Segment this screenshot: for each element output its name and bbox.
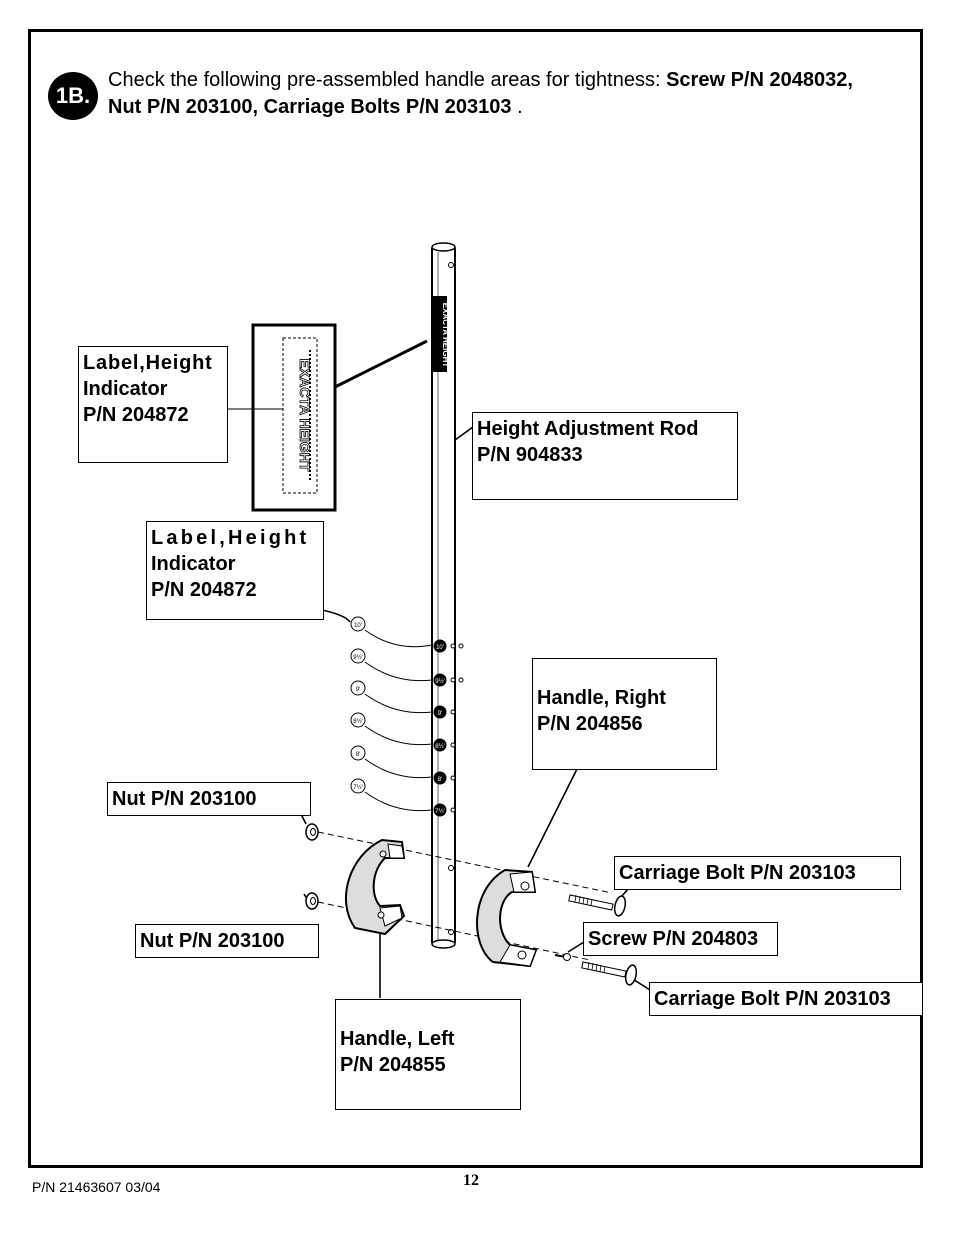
- svg-text:8': 8': [356, 752, 360, 758]
- step-instruction: Check the following pre-assembled handle…: [108, 67, 868, 121]
- instruction-text: Check the following pre-assembled handle…: [108, 69, 667, 91]
- callout-label-height-indicator-mid: Label,Height Indicator P/N 204872: [146, 521, 324, 620]
- handle-left: [345, 838, 406, 936]
- height-label-9-5: 9½' 9½': [350, 648, 447, 687]
- carriage-bolt-top: [568, 894, 627, 917]
- callout-handle-left: Handle, Left P/N 204855: [335, 999, 521, 1110]
- svg-text:8': 8': [438, 777, 442, 783]
- callout-carriage-bolt-top: Carriage Bolt P/N 203103: [614, 856, 901, 890]
- nut-top: [305, 823, 319, 841]
- rod-decal-text: EXACTA HEIGHT: [441, 303, 450, 368]
- footer-part-number: P/N 21463607 03/04: [32, 1179, 161, 1195]
- height-labels: 10' 10' 9½' 9½' 9' 9' 8½' 8½': [350, 616, 464, 817]
- page-number: 12: [463, 1172, 479, 1189]
- svg-text:9': 9': [438, 711, 442, 717]
- screw: [554, 953, 571, 961]
- svg-text:7½': 7½': [353, 784, 363, 791]
- assembly-axes: [317, 831, 613, 961]
- decal-inset: EXACTA HEIGHT: [251, 323, 337, 512]
- callout-screw: Screw P/N 204803: [583, 922, 778, 956]
- step-badge: 1B.: [48, 72, 98, 120]
- svg-text:8½': 8½': [353, 718, 363, 725]
- instruction-parts: Screw P/N 2048032, Nut P/N 203100, Carri…: [108, 69, 853, 118]
- callout-height-adjustment-rod: Height Adjustment Rod P/N 904833: [472, 412, 738, 500]
- height-label-8-5: 8½' 8½': [350, 712, 447, 752]
- leader-lines: [227, 339, 651, 998]
- height-label-9: 9' 9': [350, 680, 447, 719]
- callout-carriage-bolt-bottom: Carriage Bolt P/N 203103: [649, 982, 923, 1016]
- height-label-8: 8' 8': [350, 745, 447, 785]
- height-label-7-5: 7½' 7½': [350, 778, 447, 817]
- svg-text:7½': 7½': [435, 808, 445, 815]
- nut-bottom: [305, 892, 319, 910]
- svg-text:9': 9': [356, 687, 360, 693]
- rod-decal: EXACTA HEIGHT: [433, 296, 450, 372]
- instruction-end: .: [511, 96, 523, 118]
- callout-nut-bottom: Nut P/N 203100: [135, 924, 319, 958]
- svg-text:10': 10': [436, 645, 444, 651]
- svg-text:9½': 9½': [435, 678, 445, 685]
- svg-text:8½': 8½': [435, 743, 445, 750]
- callout-handle-right: Handle, Right P/N 204856: [532, 658, 717, 770]
- height-label-10: 10' 10': [350, 616, 447, 653]
- callout-nut-top: Nut P/N 203100: [107, 782, 311, 816]
- svg-text:10': 10': [354, 623, 362, 629]
- callout-label-height-indicator-top: Label,Height Indicator P/N 204872: [78, 346, 228, 463]
- carriage-bolt-bottom: [581, 961, 638, 986]
- handle-right: [476, 868, 538, 968]
- svg-text:9½': 9½': [353, 654, 363, 661]
- page-frame: [28, 29, 923, 1168]
